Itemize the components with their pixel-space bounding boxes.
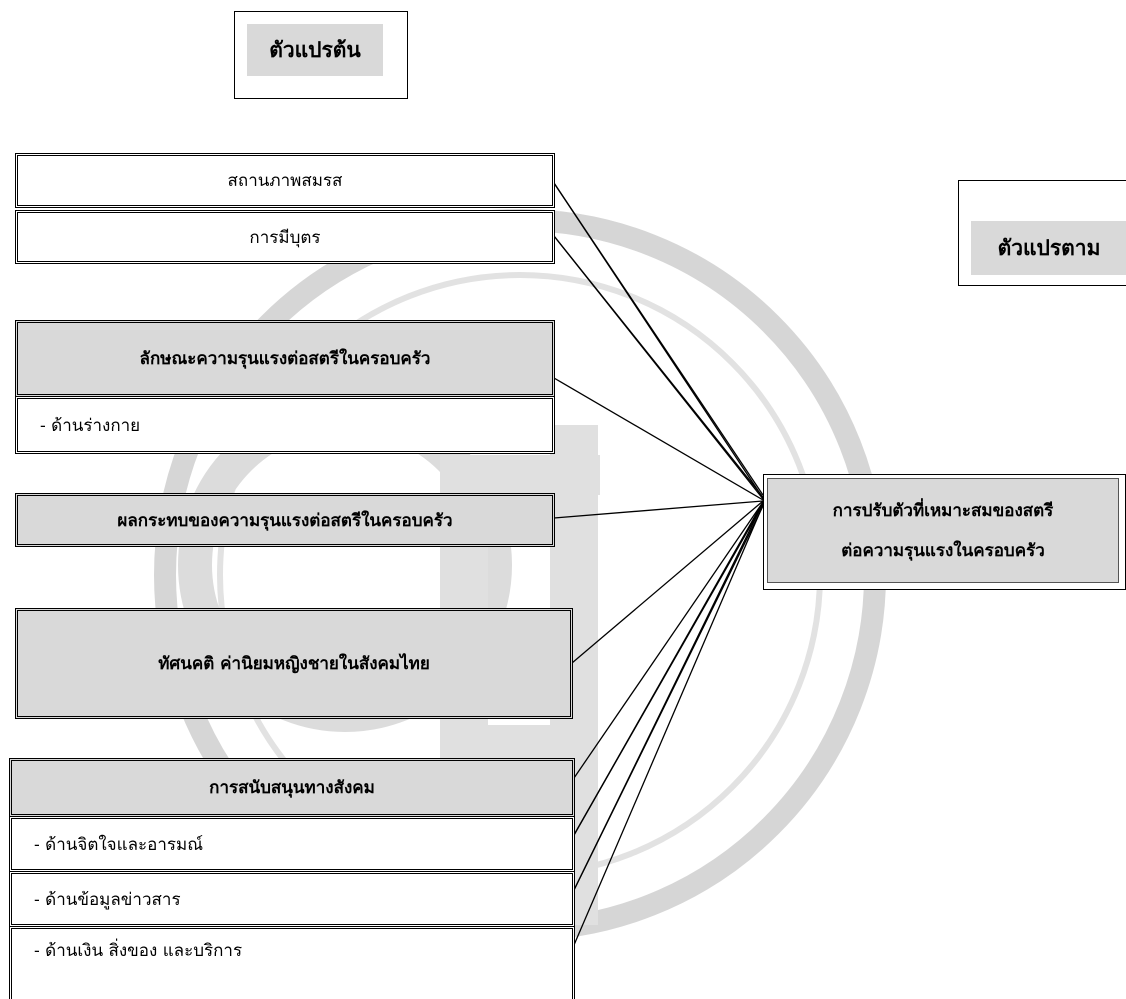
outcome-text: การปรับตัวที่เหมาะสมของสตรี ต่อความรุนแร… xyxy=(767,478,1119,583)
connector-line xyxy=(553,235,764,498)
dependent-variable-label: ตัวแปรตาม xyxy=(958,180,1126,286)
dependent-variable-text: ตัวแปรตาม xyxy=(971,221,1126,275)
violence-physical-box: - ด้านร่างกาย xyxy=(15,396,555,454)
independent-variable-text: ตัวแปรต้น xyxy=(247,24,383,76)
independent-variable-label: ตัวแปรต้น xyxy=(234,11,408,99)
outcome-line-2: ต่อความรุนแรงในครอบครัว xyxy=(841,540,1045,561)
violence-impact-box: ผลกระทบของความรุนแรงต่อสตรีในครอบครัว xyxy=(15,493,555,547)
outcome-box: การปรับตัวที่เหมาะสมของสตรี ต่อความรุนแร… xyxy=(763,474,1126,590)
support-information-box: - ด้านข้อมูลข่าวสาร xyxy=(9,871,575,927)
marital-status-box: สถานภาพสมรส xyxy=(15,153,555,208)
connector-line xyxy=(573,501,764,779)
support-material-box: - ด้านเงิน สิ่งของ และบริการ xyxy=(9,926,575,999)
connector-line xyxy=(571,500,764,664)
support-emotional-box: - ด้านจิตใจและอารมณ์ xyxy=(9,816,575,872)
connector-line xyxy=(553,500,764,519)
gender-attitude-box: ทัศนคติ ค่านิยมหญิงชายในสังคมไทย xyxy=(15,608,573,719)
outcome-line-1: การปรับตัวที่เหมาะสมของสตรี xyxy=(832,500,1054,521)
violence-type-header: ลักษณะความรุนแรงต่อสตรีในครอบครัว xyxy=(15,320,555,397)
children-box: การมีบุตร xyxy=(15,210,555,264)
connector-line xyxy=(553,182,764,496)
connector-line xyxy=(573,501,764,836)
connector-line xyxy=(573,505,764,891)
connector-line xyxy=(553,182,764,499)
connector-line xyxy=(573,502,764,891)
connector-line xyxy=(553,235,764,500)
social-support-header: การสนับสนุนทางสังคม xyxy=(9,758,575,817)
connector-line xyxy=(553,377,764,501)
connector-line xyxy=(573,503,764,836)
connector-line xyxy=(573,504,764,946)
